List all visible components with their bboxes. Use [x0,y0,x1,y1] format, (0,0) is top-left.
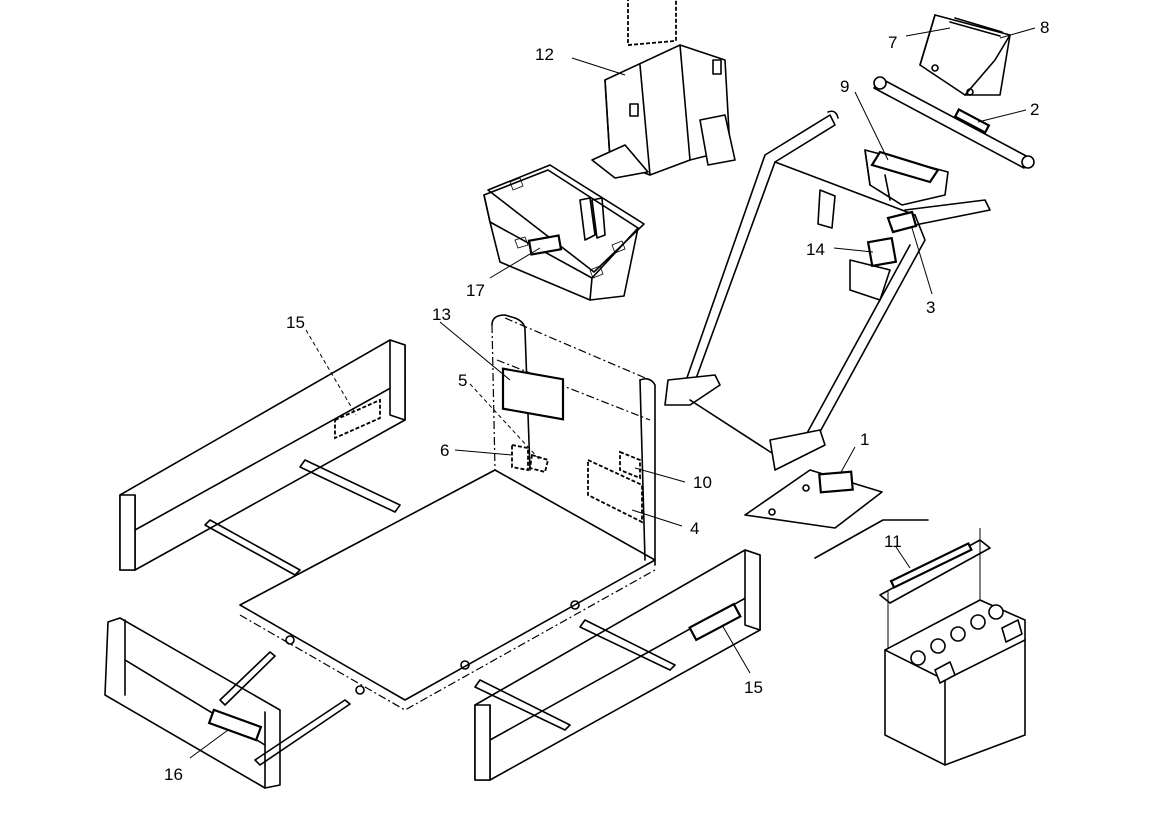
callout-15-right: 15 [744,678,763,697]
bracket-part-9 [864,149,949,206]
battery-part-11 [814,519,1026,766]
leader-lines [189,27,1036,759]
callout-3: 3 [926,298,935,317]
basket-part-17 [483,164,645,301]
callout-14: 14 [806,240,825,259]
handle-frame [664,110,991,471]
callout-13: 13 [432,305,451,324]
bracket-part-7-8 [919,14,1011,96]
bracket-part-12 [591,0,736,179]
plate-part-1 [744,469,883,529]
callout-8: 8 [1040,18,1049,37]
callout-12: 12 [535,45,554,64]
callout-17: 17 [466,281,485,300]
callout-16: 16 [164,765,183,784]
callout-2: 2 [1030,100,1039,119]
callout-11: 11 [884,532,902,551]
left-side-rail [119,339,406,576]
tailgate [104,617,351,789]
callout-9: 9 [840,77,849,96]
callout-4: 4 [690,519,699,538]
callout-1: 1 [860,430,869,449]
callout-7: 7 [888,33,897,52]
callout-5: 5 [458,371,467,390]
rod-part-2 [873,76,1035,169]
callout-15-left: 15 [286,313,305,332]
callout-10: 10 [693,473,712,492]
right-side-rail [474,549,761,781]
callout-6: 6 [440,441,449,460]
callouts: 1 2 3 4 5 6 7 8 9 10 11 12 13 14 15 15 1… [164,18,1049,784]
